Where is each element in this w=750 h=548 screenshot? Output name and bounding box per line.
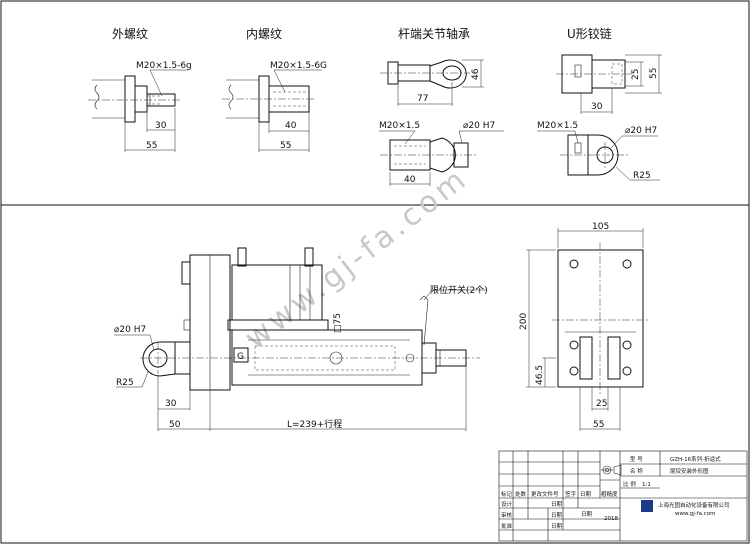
rod-end-dim-77: 77 [417, 94, 428, 104]
side-view-body [557, 249, 644, 388]
tb-scale-value: 1:1 [642, 482, 651, 488]
rear-clevis [142, 341, 176, 377]
tb-header-count: 处数 [515, 490, 527, 498]
actuator-side-view: 105 200 46.5 25 55 [519, 222, 650, 431]
tb-header-doc: 更改文件号 [531, 490, 559, 498]
side-dim-105: 105 [592, 222, 609, 232]
tb-name-value: 尾铰安装外形图 [670, 467, 709, 475]
side-dim-25: 25 [596, 399, 607, 409]
tb-header-sign: 签字 [565, 490, 577, 498]
rod-end-bore-spec: ⌀20 H7 [463, 121, 495, 131]
title-block: 标记 处数 更改文件号 签字 日期 粗糙度 设计 审核 批准 日期 日期 日期 … [498, 450, 748, 542]
rod-end-bearing-detail: 77 46 M20×1.5 ⌀20 H7 40 [379, 59, 504, 186]
tb-date-4: 日期 [581, 511, 593, 518]
side-dim-200: 200 [519, 313, 529, 330]
external-thread-dim-55: 55 [146, 141, 157, 151]
tb-model-value: GZH-16系列-折返式 [670, 455, 721, 463]
projection-symbol-icon [601, 464, 622, 476]
side-dim-55: 55 [593, 420, 604, 430]
square-75-label: □75 [333, 313, 343, 333]
u-clevis-title: U形铰链 [567, 26, 612, 41]
piston-rod [435, 349, 467, 367]
motor-bracket [237, 247, 247, 267]
side-dim-46-5: 46.5 [535, 365, 545, 385]
u-clevis-dim-30: 30 [591, 102, 603, 112]
rod-end-bearing-title: 杆端关节轴承 [398, 26, 470, 41]
company-logo-icon [641, 500, 653, 512]
internal-thread-dim-55: 55 [280, 141, 291, 151]
rod-end-dim-40: 40 [404, 175, 416, 185]
u-clevis-bore-spec: ⌀20 H7 [625, 126, 657, 136]
tb-header-roughness: 粗糙度 [601, 490, 618, 498]
tb-date-2: 日期 [551, 512, 563, 519]
tb-header-date: 日期 [580, 491, 592, 498]
actuator-main-view: G 限位开关(2个) □75 ⌀20 H7 R25 30 [114, 247, 488, 431]
tb-date-1: 日期 [551, 501, 563, 508]
logo-mark [233, 347, 249, 363]
limit-switch-label: 限位开关(2个) [430, 284, 488, 296]
tb-scale-label: 比 例 [623, 480, 636, 488]
u-clevis-thread-spec: M20×1.5 [537, 121, 578, 131]
main-radius: R25 [116, 378, 134, 388]
tb-year: 2018 [604, 516, 618, 522]
tb-model-label: 型 号 [630, 455, 643, 463]
u-clevis-detail: 25 55 30 M20×1.5 ⌀20 H7 R25 [537, 54, 662, 181]
main-length: L=239+行程 [287, 418, 342, 430]
external-thread-detail: M20×1.5-6g 30 55 [88, 61, 192, 152]
external-thread-title: 外螺纹 [112, 27, 148, 41]
main-dim-50: 50 [169, 420, 181, 430]
external-thread-dim-30: 30 [155, 121, 167, 131]
limit-switch [419, 295, 429, 346]
main-bore-spec: ⌀20 H7 [114, 325, 146, 335]
u-clevis-dim-25: 25 [631, 69, 641, 80]
tb-name-label: 名 称 [630, 467, 643, 475]
main-dim-30: 30 [165, 399, 177, 409]
internal-thread-detail: M20×1.5-6G 40 55 [222, 61, 327, 152]
internal-thread-dim-40: 40 [285, 121, 297, 131]
logo-mark-letter: G [237, 352, 244, 362]
watermark: www.gj-fa.com [238, 161, 475, 357]
tb-header-mark: 标记 [501, 490, 513, 498]
tb-website: www.gj-fa.com [675, 511, 716, 517]
external-thread-spec: M20×1.5-6g [136, 61, 192, 71]
u-clevis-radius: R25 [633, 171, 651, 181]
internal-thread-spec: M20×1.5-6G [270, 61, 327, 71]
tb-company: 上海光固自动化设备有限公司 [658, 501, 730, 509]
u-clevis-dim-55: 55 [649, 68, 659, 79]
tb-date-3: 日期 [551, 523, 563, 530]
tb-row-design: 设计 [501, 500, 513, 508]
tb-row-review: 审核 [501, 511, 513, 519]
internal-thread-title: 内螺纹 [246, 27, 282, 41]
tb-row-approve: 批准 [501, 522, 513, 530]
rod-end-dim-46: 46 [471, 68, 481, 80]
rod-end-thread-spec: M20×1.5 [379, 121, 420, 131]
